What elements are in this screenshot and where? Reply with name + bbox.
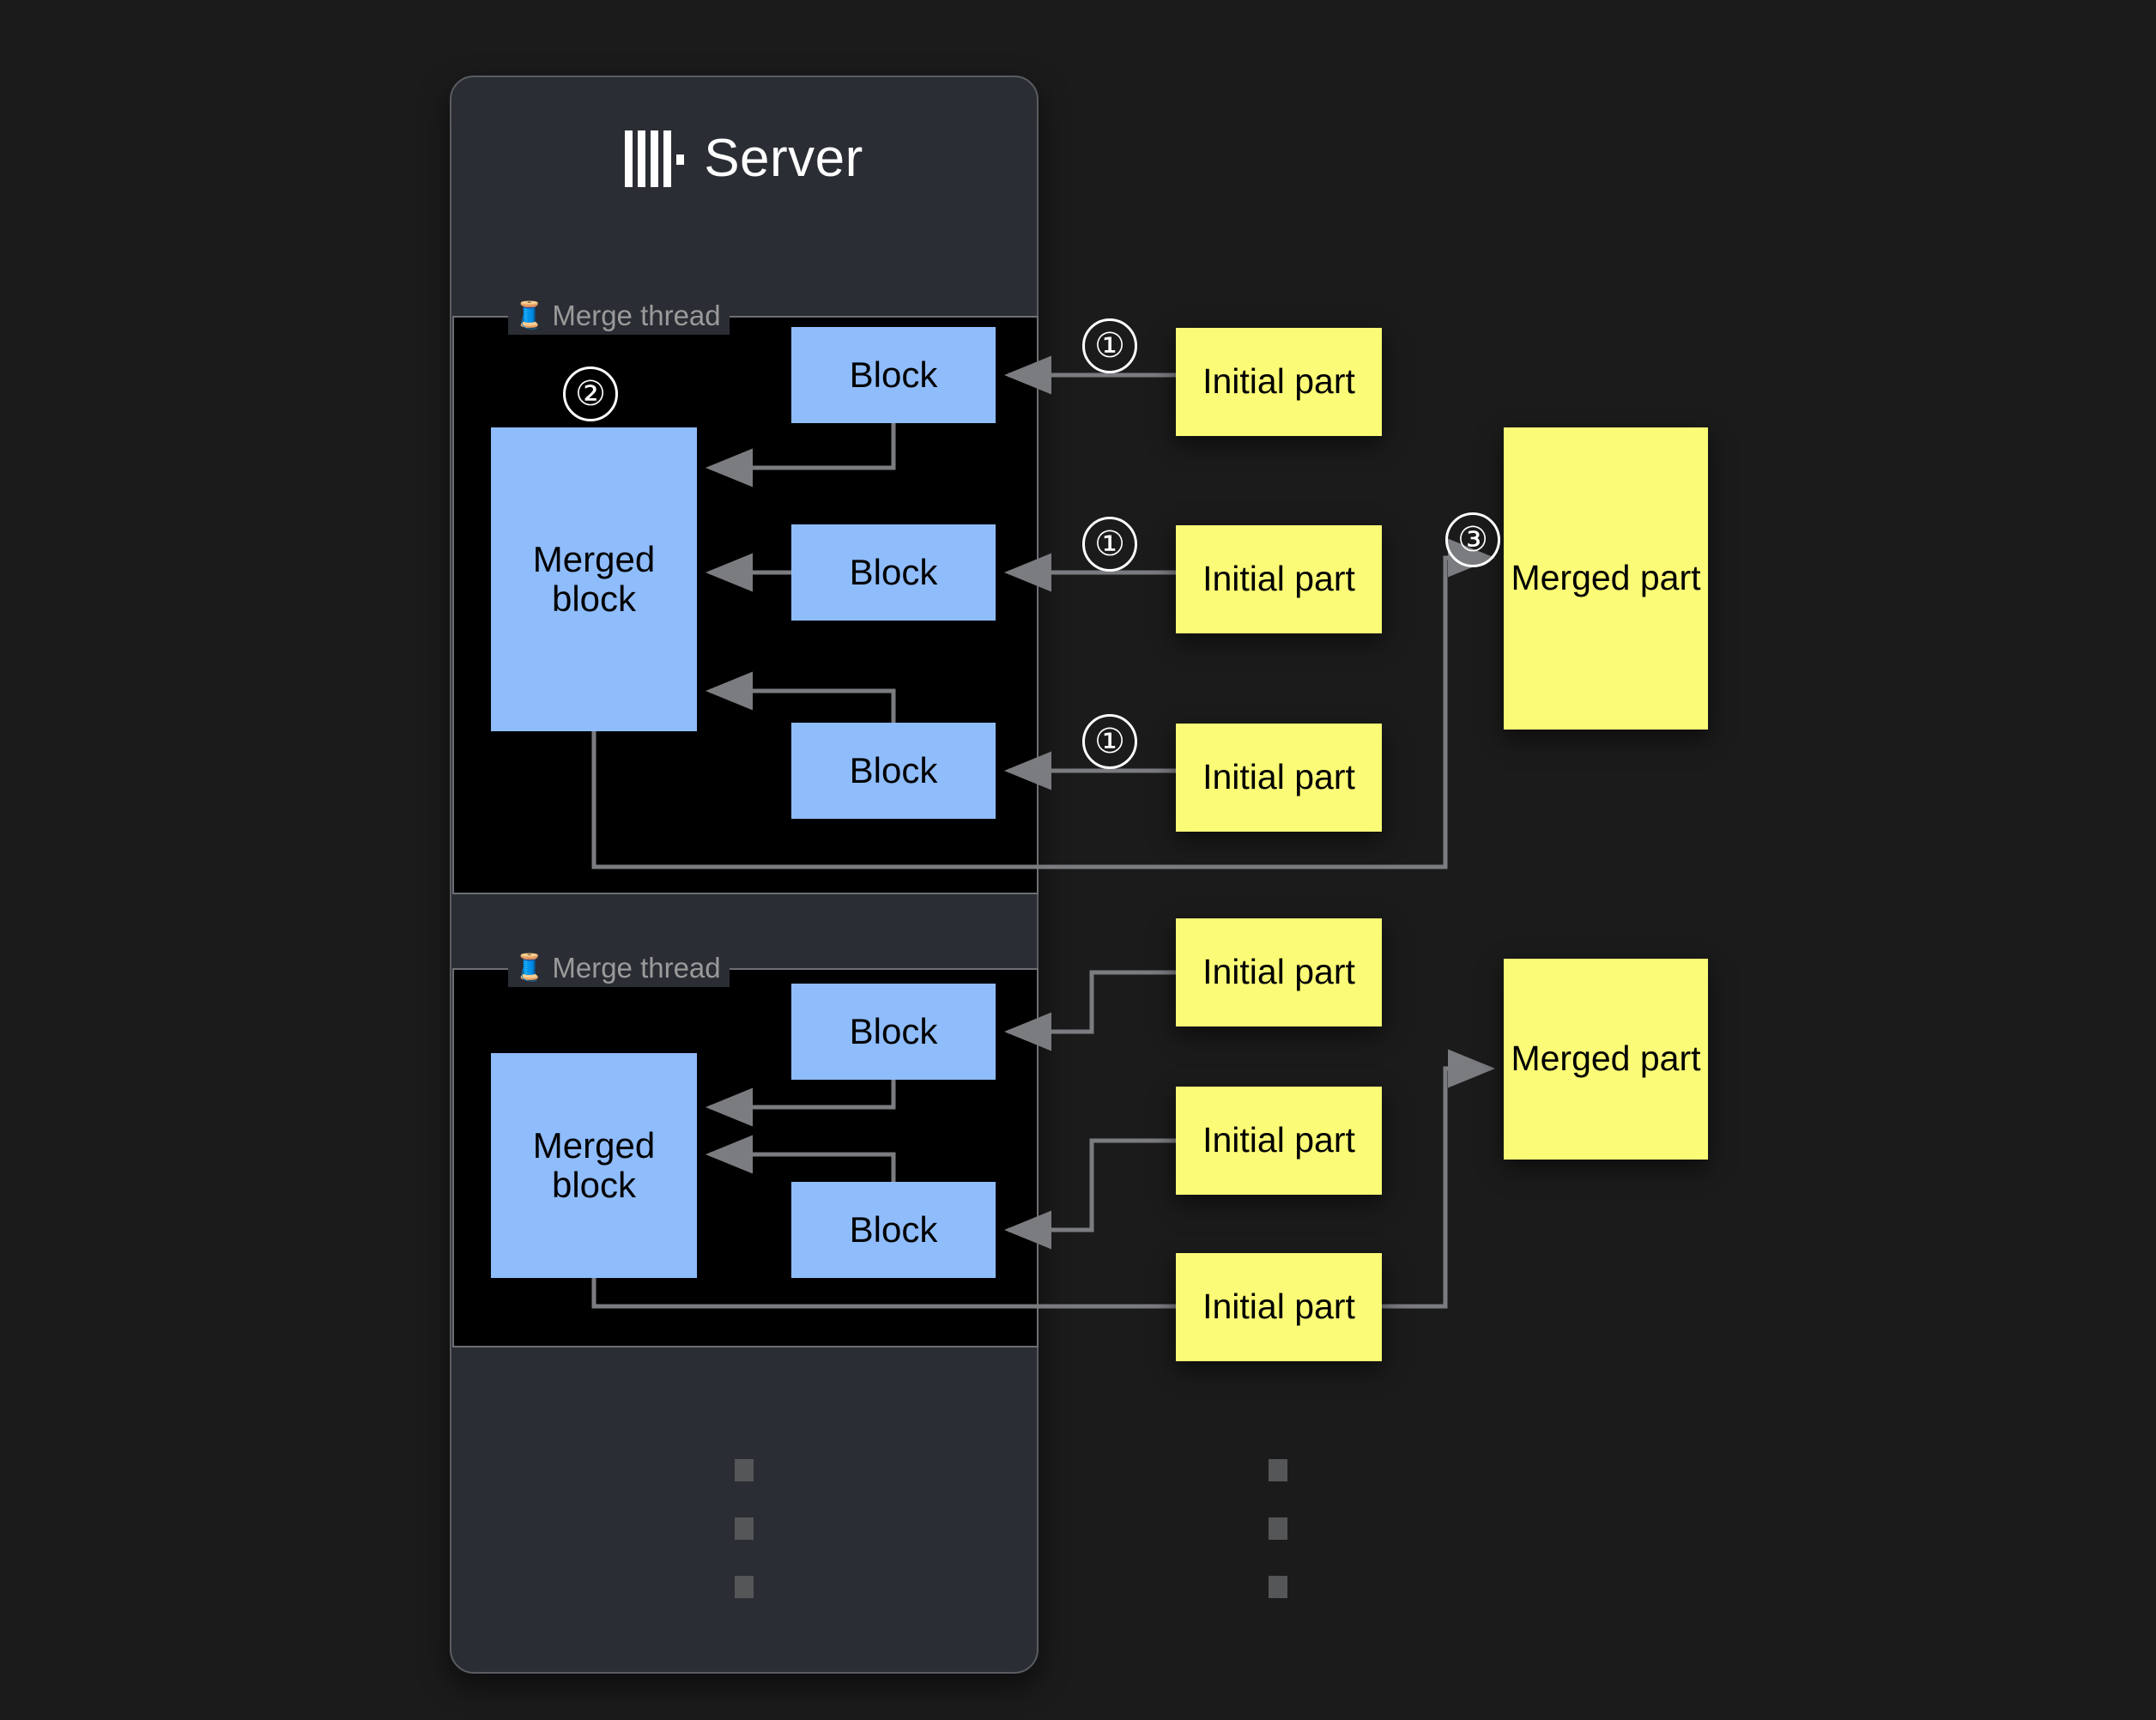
ellipsis-parts xyxy=(1269,1459,1287,1598)
merge-thread-label-1: 🧵 Merge thread xyxy=(508,297,730,335)
merged-part-1: Merged part xyxy=(1504,427,1708,730)
initial-part-3: Initial part xyxy=(1176,724,1382,832)
merge-thread-label-text-2: Merge thread xyxy=(552,952,721,984)
merged-block-2: Merged block xyxy=(491,1053,697,1278)
ellipsis-server xyxy=(735,1459,754,1598)
merged-part-2: Merged part xyxy=(1504,959,1708,1160)
thread-spool-icon: 🧵 xyxy=(513,301,546,330)
step-marker-3: ③ xyxy=(1445,512,1500,567)
block-1-1: Block xyxy=(791,327,996,423)
merged-block-1: Merged block xyxy=(491,427,697,731)
initial-part-1: Initial part xyxy=(1176,328,1382,436)
step-marker-1c: ① xyxy=(1082,714,1137,769)
step-marker-2: ② xyxy=(563,366,618,421)
step-marker-1b: ① xyxy=(1082,517,1137,572)
initial-part-6: Initial part xyxy=(1176,1253,1382,1361)
block-1-2: Block xyxy=(791,524,996,621)
thread-spool-icon: 🧵 xyxy=(513,954,546,982)
initial-part-5: Initial part xyxy=(1176,1087,1382,1195)
block-1-3: Block xyxy=(791,723,996,819)
block-2-2: Block xyxy=(791,1182,996,1278)
server-header: Server xyxy=(450,112,1039,206)
merge-thread-label-2: 🧵 Merge thread xyxy=(508,949,730,987)
server-title: Server xyxy=(704,129,863,188)
block-2-1: Block xyxy=(791,984,996,1080)
clickhouse-logo-icon xyxy=(625,130,685,187)
initial-part-2: Initial part xyxy=(1176,525,1382,633)
initial-part-4: Initial part xyxy=(1176,918,1382,1027)
step-marker-1a: ① xyxy=(1082,318,1137,373)
merge-thread-label-text-1: Merge thread xyxy=(552,300,721,331)
